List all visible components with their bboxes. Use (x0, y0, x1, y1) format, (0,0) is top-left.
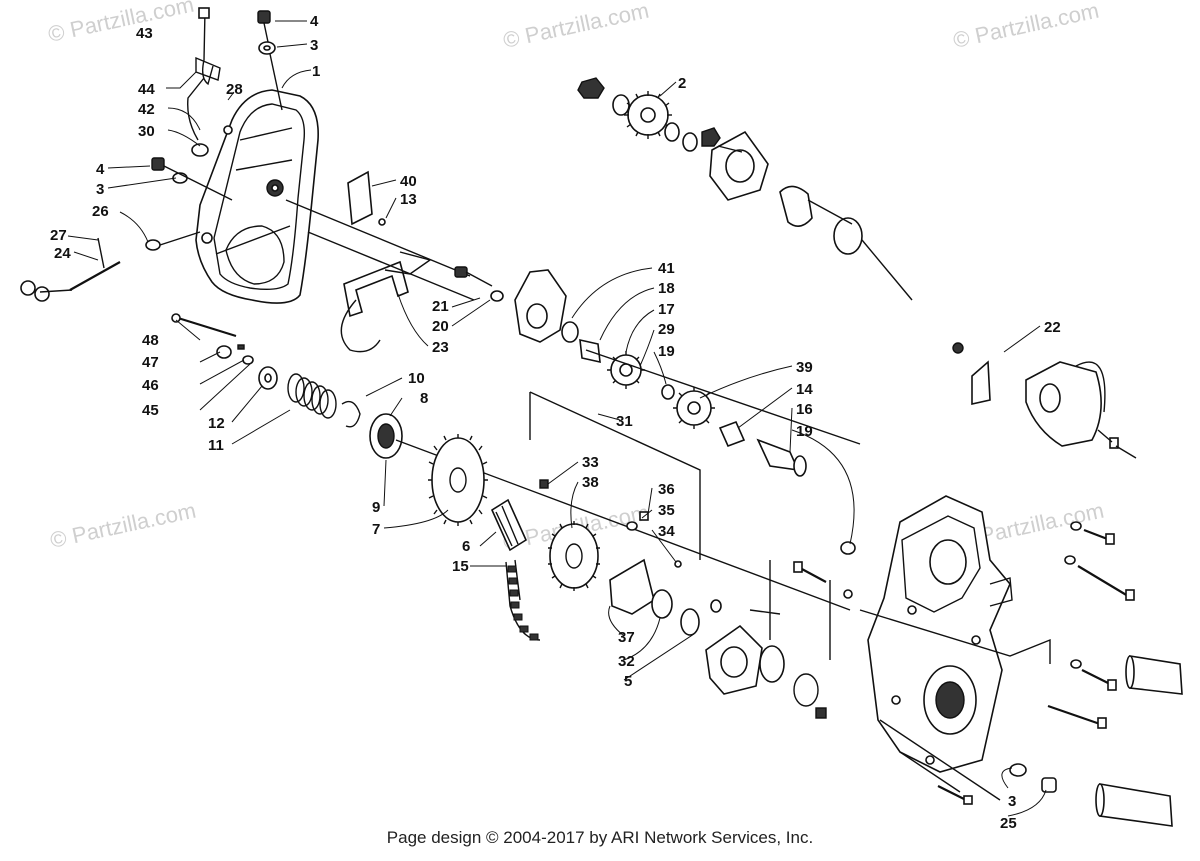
tensioner-group (529, 391, 701, 636)
watermark: © Partzilla.com (501, 0, 651, 53)
callout-21: 21 (432, 298, 449, 315)
sensor-bracket (340, 260, 409, 353)
callout-47: 47 (142, 354, 159, 371)
callout-37: 37 (618, 629, 635, 646)
callout-14: 14 (796, 381, 813, 398)
lower-shaft-parts (673, 387, 856, 555)
callout-43: 43 (136, 25, 153, 42)
bolt-washer-top (257, 10, 283, 111)
copyright-footer: Page design © 2004-2017 by ARI Network S… (386, 828, 814, 847)
chaincase-cover (195, 89, 319, 304)
callout-4: 4 (96, 161, 105, 178)
callout-24: 24 (54, 245, 71, 262)
callout-7: 7 (372, 521, 380, 538)
callout-40: 40 (400, 173, 417, 190)
callout-3: 3 (1008, 793, 1016, 810)
callout-31: 31 (616, 413, 633, 430)
callout-16: 16 (796, 401, 813, 418)
dipstick (187, 7, 221, 157)
right-bracket-group (952, 342, 1137, 459)
callout-32: 32 (618, 653, 635, 670)
watermark: © Partzilla.com (46, 0, 196, 47)
callout-19: 19 (796, 423, 813, 440)
gearcase-bolts (793, 521, 1135, 805)
callout-34: 34 (658, 523, 675, 540)
callout-23: 23 (432, 339, 449, 356)
callout-22: 22 (1044, 319, 1061, 336)
callout-15: 15 (452, 558, 469, 575)
callout-4: 4 (310, 13, 319, 30)
watermark: © Partzilla.com (951, 0, 1101, 53)
callout-20: 20 (432, 318, 449, 335)
callout-39: 39 (796, 359, 813, 376)
callout-9: 9 (372, 499, 380, 516)
spring (287, 373, 337, 419)
drive-sprocket (490, 498, 528, 552)
bolt-washer-left (145, 157, 233, 251)
callout-42: 42 (138, 101, 155, 118)
callout-35: 35 (658, 502, 675, 519)
callout-29: 29 (658, 321, 675, 338)
callout-36: 36 (658, 481, 675, 498)
spring-assembly (171, 313, 851, 611)
callout-44: 44 (138, 81, 155, 98)
callout-8: 8 (420, 390, 428, 407)
output-shafts (1095, 655, 1183, 827)
middle-shaft-parts (454, 266, 861, 445)
callout-38: 38 (582, 474, 599, 491)
callout-18: 18 (658, 280, 675, 297)
callout-30: 30 (138, 123, 155, 140)
callout-26: 26 (92, 203, 109, 220)
watermark: © Partzilla.com (48, 498, 198, 553)
upper-sprocket-group (577, 77, 913, 301)
callout-46: 46 (142, 377, 159, 394)
callout-25: 25 (1000, 815, 1017, 832)
large-driven-sprocket (428, 434, 488, 526)
callout-48: 48 (142, 332, 159, 349)
watermark-layer: © Partzilla.com © Partzilla.com © Partzi… (46, 0, 1106, 555)
callout-41: 41 (658, 260, 675, 277)
callout-17: 17 (658, 301, 675, 318)
callout-labels: 43 4 3 1 44 28 42 30 4 3 26 40 13 27 24 … (50, 13, 1061, 832)
callout-2: 2 (678, 75, 686, 92)
callout-45: 45 (142, 402, 159, 419)
callout-12: 12 (208, 415, 225, 432)
drive-chain (505, 559, 541, 641)
leader-lines (67, 20, 1047, 817)
callout-3: 3 (96, 181, 104, 198)
callout-11: 11 (208, 437, 224, 454)
callout-5: 5 (624, 673, 632, 690)
hinge-bolt (20, 237, 121, 302)
callout-33: 33 (582, 454, 599, 471)
callout-13: 13 (400, 191, 417, 208)
callout-6: 6 (462, 538, 470, 555)
reflector-plate (347, 170, 386, 226)
callout-10: 10 (408, 370, 425, 387)
callout-19: 19 (658, 343, 675, 360)
callout-1: 1 (312, 63, 320, 80)
assembly-axis-lines (215, 199, 475, 301)
callout-27: 27 (50, 227, 67, 244)
lower-bearing-flange (705, 560, 831, 707)
callout-3: 3 (310, 37, 318, 54)
callout-28: 28 (226, 81, 243, 98)
